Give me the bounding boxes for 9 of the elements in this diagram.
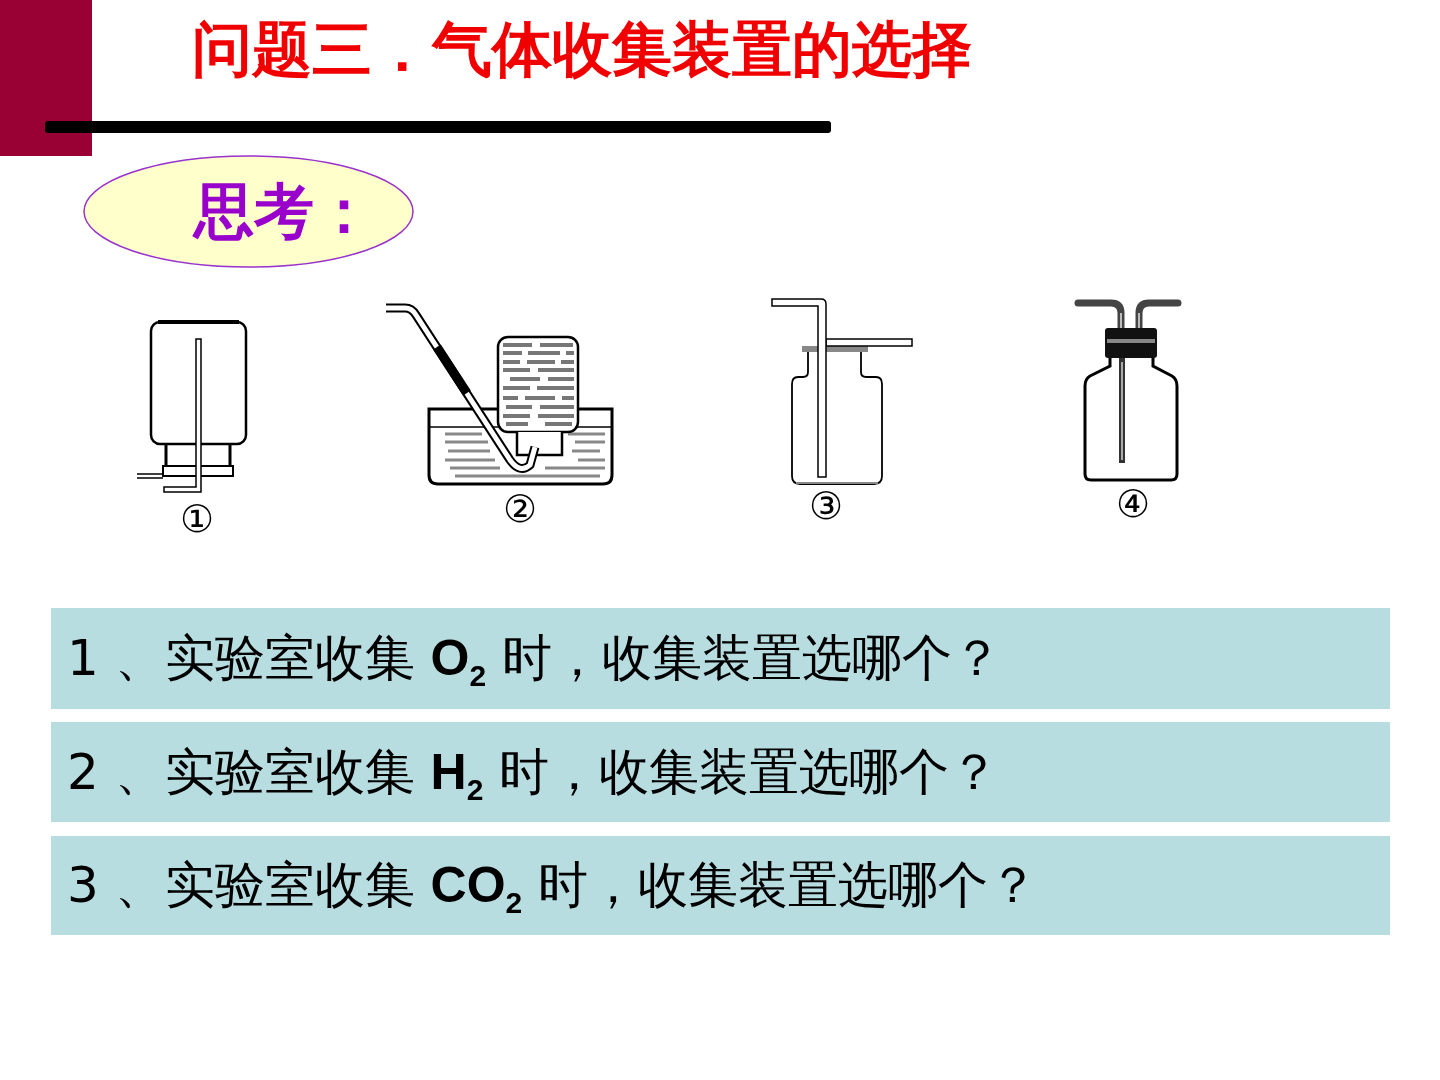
circled-number: ② xyxy=(501,487,539,531)
circled-number: ③ xyxy=(807,484,845,528)
question-band: 1 、实验室收集 O$_{2}$ 时，收集装置选哪个？ xyxy=(51,608,1390,709)
circled-number: ① xyxy=(178,497,216,541)
prompt-ellipse: 思考： xyxy=(83,155,414,268)
circled-number: ④ xyxy=(1114,482,1152,526)
question-band: 2 、实验室收集 H$_{2}$ 时，收集装置选哪个？ xyxy=(51,722,1390,822)
slide-title: 问题三．气体收集装置的选择 xyxy=(192,16,972,85)
question-band: 3 、实验室收集 CO$_{2}$ 时，收集装置选哪个？ xyxy=(51,836,1390,935)
